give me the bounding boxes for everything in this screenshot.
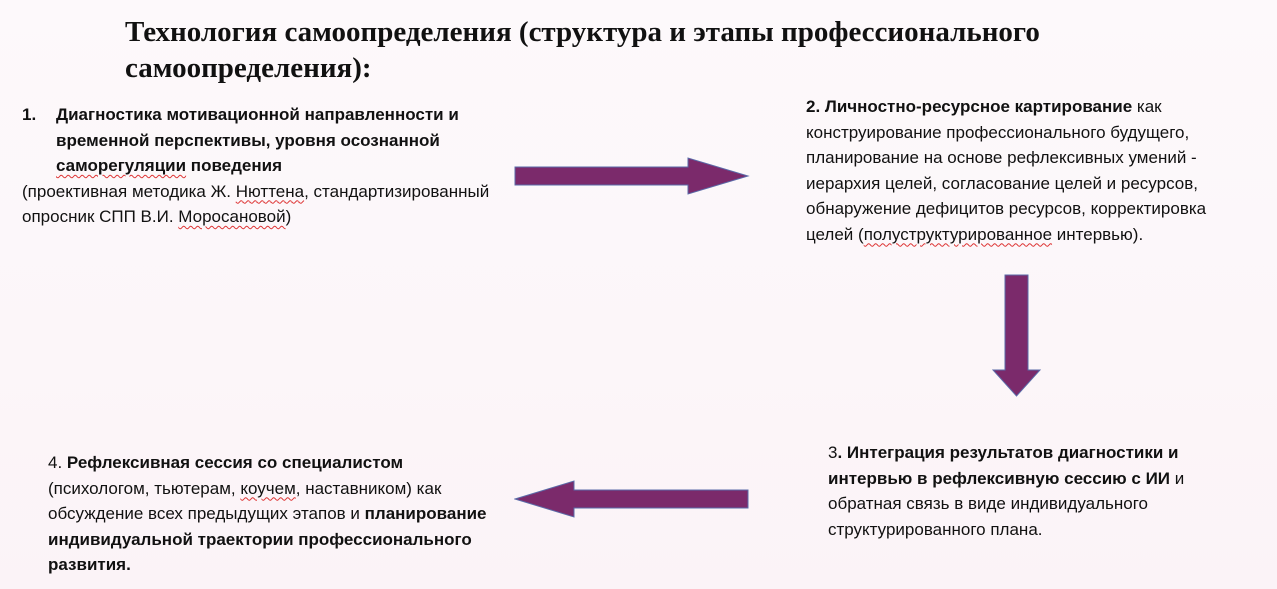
step-number: 1. [22,105,37,124]
step-number: 2 [806,97,816,116]
step-heading: . Интеграция результатов диагностики и и… [828,443,1179,488]
step-description-end: интервью). [1052,224,1144,244]
step-4-block: 4. Рефлексивная сессия со специалистом (… [48,450,488,578]
step-heading: Рефлексивная сессия со специалистом [66,453,404,472]
step-description: и обратная связь в виде индивидуального … [828,468,1185,539]
slide-title: Технология самоопределения (структура и … [125,16,1040,84]
arrow-left-icon [514,480,749,518]
step-description: (психологом, тьютерам, [48,478,241,498]
step-description-term: коучем [240,478,296,498]
step-number: 3 [828,443,838,462]
step-number: 4. [48,453,67,472]
step-description: (проективная методика Ж. Нюттена, станда… [22,181,490,227]
step-heading: Диагностика мотивационной направленности… [56,105,459,175]
arrow-down-icon [992,274,1042,397]
step-description: как конструирование профессионального бу… [806,97,1207,244]
step-heading-end: планирование индивидуальной траектории п… [48,504,487,574]
step-2-block: 2. Личностно-ресурсное картирование как … [806,94,1246,247]
step-description-cont: , наставником) как обсуждение всех преды… [48,478,442,524]
step-description-term: полуструктурированное [863,224,1053,244]
arrow-right-icon [514,157,750,195]
step-heading: . Личностно-ресурсное картирование [815,97,1133,116]
step-3-block: 3. Интеграция результатов диагностики и … [828,440,1208,542]
step-1-block: 1. Диагностика мотивационной направленно… [22,102,522,230]
